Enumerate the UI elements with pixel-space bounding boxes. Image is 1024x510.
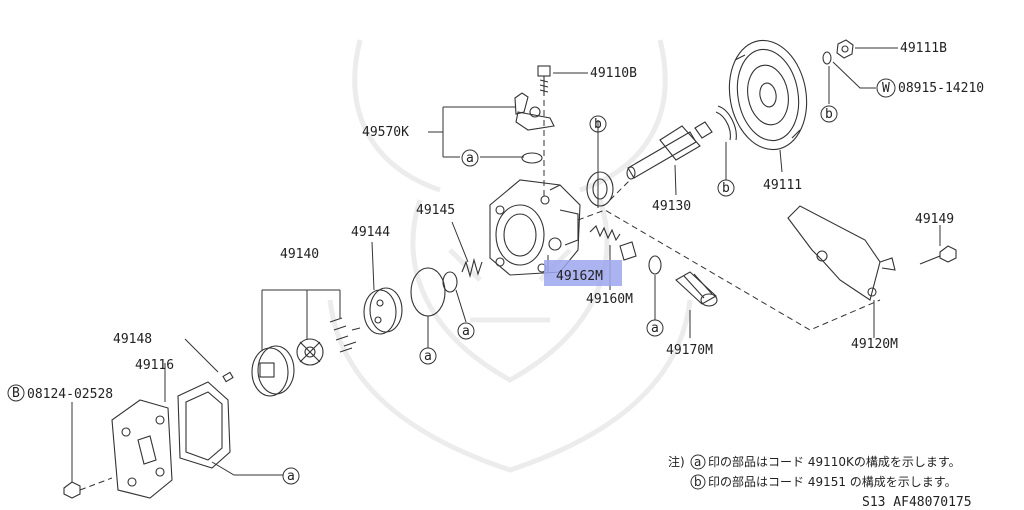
o-ring-part[interactable] (410, 267, 446, 317)
bolt-part[interactable] (537, 65, 551, 96)
part-label-49144[interactable]: 49144 (351, 225, 390, 240)
vane-set-part[interactable] (329, 317, 361, 353)
spring-part[interactable] (461, 257, 483, 279)
washer-part[interactable] (822, 51, 832, 65)
part-label-49120m[interactable]: 49120M (851, 337, 898, 352)
shaft-part[interactable] (626, 121, 713, 180)
ref-marker-a: a (282, 467, 300, 485)
assembly-guide-lines (79, 100, 881, 491)
bolt-part[interactable] (919, 245, 957, 265)
ref-marker-b: b (717, 179, 735, 197)
part-label-49116[interactable]: 49116 (135, 358, 174, 373)
ref-marker-b: b (589, 115, 607, 133)
svg-text:a: a (287, 469, 295, 484)
part-highlight (544, 260, 622, 286)
part-label-49140[interactable]: 49140 (280, 247, 319, 262)
part-label-08915[interactable]: 08915-14210 (898, 81, 984, 96)
svg-text:b: b (594, 117, 602, 132)
part-label-49160m[interactable]: 49160M (586, 292, 633, 307)
ref-marker-a: a (457, 322, 475, 340)
part-label-08124[interactable]: 08124-02528 (27, 387, 113, 402)
svg-text:a: a (424, 349, 432, 364)
o-ring-part[interactable] (521, 152, 543, 164)
part-label-49170m[interactable]: 49170M (666, 343, 713, 358)
svg-text:b: b (722, 181, 730, 196)
pulley-part[interactable] (721, 34, 815, 156)
part-label-49145[interactable]: 49145 (416, 203, 455, 218)
rotor-part[interactable] (296, 338, 324, 366)
svg-text:a: a (466, 151, 474, 166)
ref-markers: b a b b W a a a (7, 78, 896, 485)
spring-part[interactable] (589, 225, 621, 242)
cam-ring-part[interactable] (251, 345, 295, 397)
svg-text:W: W (882, 81, 890, 96)
part-labels: 49110B 49111B 08915-14210 49111 49130 49… (27, 41, 984, 402)
stay-part[interactable] (787, 205, 896, 301)
svg-text:b: b (825, 107, 833, 122)
note-line-a: 印の部品はコード 49110Kの構成を示します。 (708, 454, 961, 469)
ref-marker-w: W (876, 78, 896, 98)
note-line-b: 印の部品はコード 49151 の構成を示します。 (708, 474, 957, 489)
connector-part[interactable] (675, 271, 718, 307)
nut-part[interactable] (836, 39, 854, 59)
pressure-plate-part[interactable] (363, 287, 403, 335)
note-prefix: 注) (668, 454, 685, 469)
rear-cover-part[interactable] (111, 399, 173, 499)
note-marker-a: a (694, 455, 701, 469)
ref-marker-b: B (7, 384, 25, 402)
leader-lines (71, 47, 941, 482)
part-label-49149[interactable]: 49149 (915, 212, 954, 227)
part-label-49130[interactable]: 49130 (652, 199, 691, 214)
part-label-49111b[interactable]: 49111B (900, 41, 947, 56)
diagram-code: S13 AF48070175 (862, 495, 972, 510)
ref-marker-b: b (820, 105, 838, 123)
oil-seal-part[interactable] (586, 171, 614, 207)
ref-marker-a: a (646, 319, 664, 337)
svg-text:B: B (12, 386, 20, 401)
bracket-part[interactable] (514, 92, 555, 131)
part-label-49111[interactable]: 49111 (763, 178, 802, 193)
note-marker-b: b (694, 475, 702, 489)
bolt-part[interactable] (63, 481, 81, 499)
plug-part[interactable] (619, 241, 637, 261)
part-label-49162m[interactable]: 49162M (556, 269, 603, 284)
o-ring-part[interactable] (648, 255, 662, 275)
pump-body-part[interactable] (489, 179, 581, 276)
ref-marker-a: a (419, 347, 437, 365)
footnotes: 注) a 印の部品はコード 49110Kの構成を示します。 b 印の部品はコード… (668, 454, 972, 510)
gasket-part[interactable] (177, 381, 231, 469)
snap-ring-part[interactable] (715, 105, 737, 141)
part-label-49148[interactable]: 49148 (113, 332, 152, 347)
pin-part[interactable] (222, 371, 234, 383)
svg-text:a: a (462, 324, 470, 339)
ref-marker-a: a (461, 149, 479, 167)
part-label-49570k[interactable]: 49570K (362, 125, 409, 140)
part-label-49110b[interactable]: 49110B (590, 66, 637, 81)
svg-text:a: a (651, 321, 659, 336)
